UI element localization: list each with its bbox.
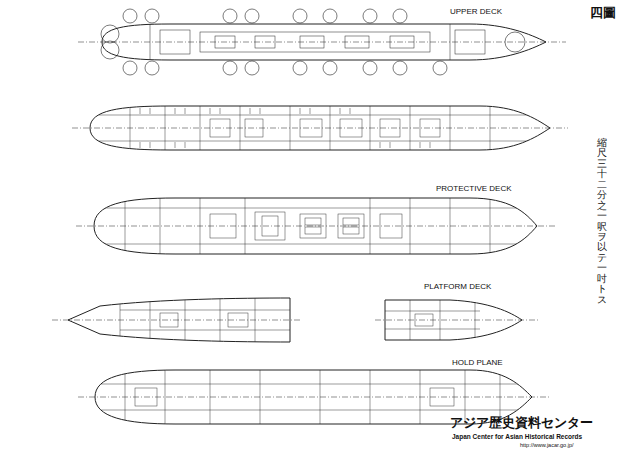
scale-note: 縮尺三十二分之一呎ヲ以テ一吋トス <box>597 138 607 305</box>
deck-title: HOLD PLANE <box>452 359 503 368</box>
deck-title: UPPER DECK <box>450 8 502 17</box>
figure-number: 四圖 <box>590 6 616 20</box>
watermark: アジア歴史資料センター <box>450 416 593 430</box>
deck-title: PROTECTIVE DECK <box>436 185 512 194</box>
watermark: Japan Center for Asian Historical Record… <box>452 433 582 440</box>
deck-title: PLATFORM DECK <box>424 283 491 292</box>
watermark: http://www.jacar.go.jp/ <box>520 442 574 448</box>
